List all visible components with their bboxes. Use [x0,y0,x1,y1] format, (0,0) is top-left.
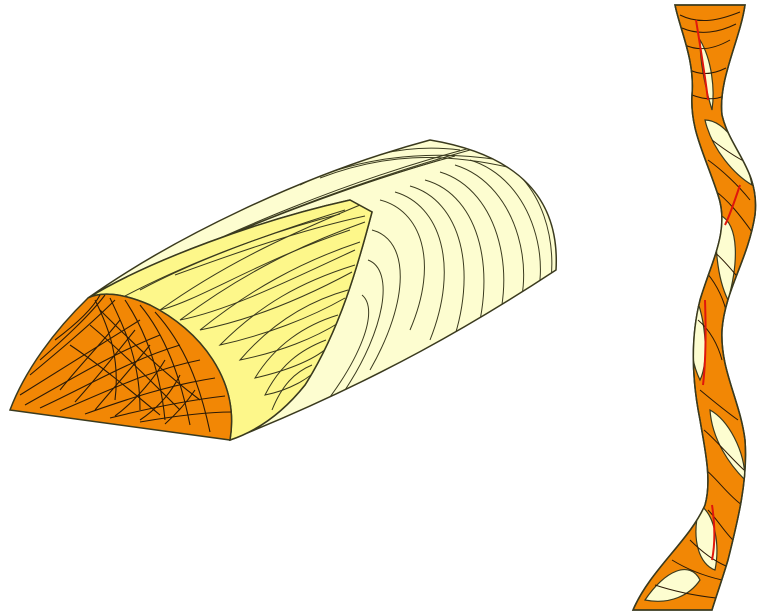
log-block [10,140,557,440]
channel-strip [633,5,756,610]
